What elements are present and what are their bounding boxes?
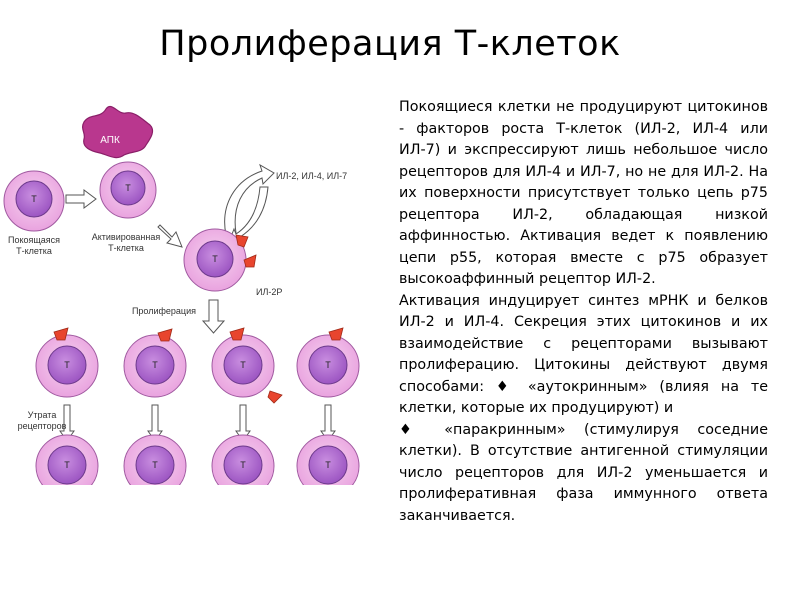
receptor-icon	[53, 327, 69, 341]
cytokines-label: ИЛ-2, ИЛ-4, ИЛ-7	[276, 171, 347, 181]
resting-label: Покоящаяся	[8, 235, 60, 245]
resting-t-cell: Т	[3, 170, 65, 232]
apc-cell	[81, 105, 154, 159]
cell-label: Т	[64, 360, 70, 370]
cell-label: Т	[64, 460, 70, 470]
cell-label: Т	[212, 254, 218, 264]
resting-label-2: Т-клетка	[16, 246, 52, 256]
proliferating-t-cell: Т	[211, 327, 275, 398]
paragraph: Покоящиеся клетки не продуцируют цитокин…	[399, 99, 768, 287]
resting-daughter-t-cell: Т	[211, 434, 275, 485]
receptor-label: ИЛ-2Р	[256, 287, 282, 297]
receptor-bearing-t-cell: Т	[183, 228, 257, 292]
description-text: Покоящиеся клетки не продуцируют цитокин…	[399, 97, 768, 527]
resting-daughter-t-cell: Т	[123, 434, 187, 485]
receptor-icon	[328, 327, 344, 341]
proliferating-t-cell: Т	[296, 327, 360, 398]
paragraph: Активация индуцирует синтез мРНК и белко…	[399, 292, 768, 417]
cell-label: Т	[240, 460, 246, 470]
activated-label: Активированная	[92, 232, 161, 242]
cell-label: Т	[325, 360, 331, 370]
cell-label: Т	[240, 360, 246, 370]
loss-label-2: рецепторов	[18, 421, 67, 431]
cell-label: Т	[152, 460, 158, 470]
resting-daughter-t-cell: Т	[35, 434, 99, 485]
proliferating-t-cell: Т	[123, 328, 187, 398]
cell-label: Т	[31, 194, 37, 204]
cell-label: Т	[125, 183, 131, 193]
loss-label: Утрата	[28, 410, 57, 420]
arrow-right-icon	[65, 189, 97, 209]
cell-label: Т	[152, 360, 158, 370]
receptor-icon	[229, 327, 245, 341]
cytokine-arrow-icon	[224, 163, 275, 236]
proliferation-label: Пролиферация	[132, 306, 196, 316]
paragraph: ♦ «паракринным» (стимулируя соседние кле…	[399, 421, 768, 524]
activated-label-2: Т-клетка	[108, 243, 144, 253]
receptor-icon	[267, 390, 283, 404]
proliferation-arrow-icon	[201, 299, 226, 334]
page-title: Пролиферация Т-клеток	[159, 24, 621, 64]
t-cell-proliferation-diagram: АПК Т Покоящаяся Т-клетка Т Активированн…	[3, 105, 360, 485]
receptor-icon	[243, 254, 257, 268]
proliferating-t-cell: Т	[35, 327, 99, 398]
resting-daughter-t-cell: Т	[296, 434, 360, 485]
cell-label: Т	[325, 460, 331, 470]
receptor-icon	[157, 328, 173, 342]
receptor-icon	[235, 234, 249, 248]
activated-t-cell: Т	[99, 161, 157, 219]
apc-label: АПК	[100, 135, 120, 146]
arrow-down-right-icon	[157, 224, 183, 248]
